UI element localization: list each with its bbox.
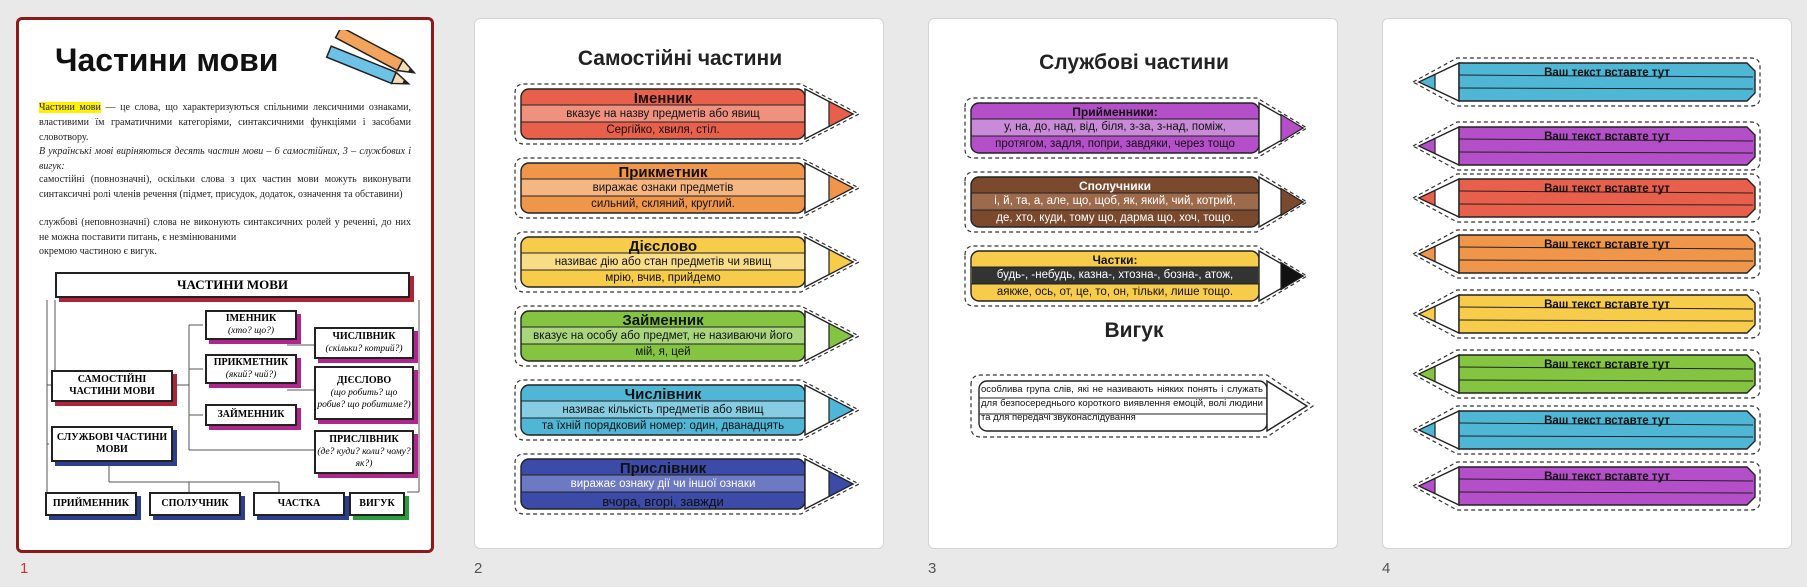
- service-pencil-1: Прийменники: у, на, до, над, від, біля, з…: [961, 95, 1309, 161]
- diagram-noun-box: ІМЕННИК(хто? що?): [205, 310, 297, 340]
- service-pencil-3: Частки: будь-, -небудь, казна-, хтозна-, …: [961, 243, 1309, 309]
- service-pencil-line1: будь-, -небудь, казна-, хтозна-, бозна-,…: [996, 269, 1234, 281]
- slide1-title: Частини мови: [55, 42, 279, 78]
- template-pencil-text[interactable]: Ваш текст вставте тут: [1544, 183, 1670, 195]
- service-pencil-2: Сполучники і, й, та, а, але, що, щоб, як,…: [961, 169, 1309, 235]
- pencil-examples: Сергійко, хвиля, стіл.: [606, 124, 720, 136]
- service-pencil-name: Прийменники:: [1072, 105, 1158, 119]
- template-pencil-6: Ваш текст вставте тут: [1411, 347, 1763, 401]
- slide-number-4: 4: [1382, 560, 1391, 577]
- template-pencil-text[interactable]: Ваш текст вставте тут: [1544, 239, 1670, 251]
- pencil-description: вказує на назву предметів або явищ: [566, 108, 760, 120]
- diagram-service-box: СЛУЖБОВІ ЧАСТИНИ МОВИ: [51, 426, 173, 462]
- independent-paragraph: самостійні (повнозначні), оскільки слова…: [39, 174, 411, 200]
- pencil-description: виражає ознаки предметів: [592, 182, 734, 194]
- service-pencil-name: Сполучники: [1078, 179, 1152, 193]
- template-pencil-3: Ваш текст вставте тут: [1411, 171, 1763, 225]
- interjection-text: особлива група слів, які не називають ні…: [981, 384, 1263, 423]
- template-pencil-2: Ваш текст вставте тут: [1411, 119, 1763, 173]
- pencil-examples: мій, я, цей: [635, 346, 691, 358]
- pencil-name: Числівник: [624, 386, 702, 403]
- pencil-examples: сильний, скляний, круглий.: [591, 198, 735, 210]
- template-pencil-8: Ваш текст вставте тут: [1411, 459, 1763, 513]
- diagram-particle-box: ЧАСТКА: [253, 492, 345, 516]
- template-pencil-4: Ваш текст вставте тут: [1411, 227, 1763, 281]
- pencil-description: виражає ознаку дії чи іншої ознаки: [570, 478, 756, 490]
- template-pencil-text[interactable]: Ваш текст вставте тут: [1544, 131, 1670, 143]
- highlighted-term: Частини мови: [39, 102, 101, 113]
- diagram-adjective-box: ПРИКМЕТНИК(який? чий?): [205, 354, 297, 384]
- template-pencil-text[interactable]: Ваш текст вставте тут: [1544, 471, 1670, 483]
- slide-number-2: 2: [474, 560, 483, 577]
- template-pencil-5: Ваш текст вставте тут: [1411, 287, 1763, 341]
- pencil-examples: мрію, вчив, прийдемо: [605, 272, 721, 284]
- service-paragraph: службові (неповнозначні) слова не викону…: [39, 217, 411, 243]
- pencil-name: Дієслово: [628, 238, 698, 255]
- service-pencil-line2: аякже, ось, от, це, то, он, тільки, лише…: [996, 286, 1234, 298]
- diagram-preposition-box: ПРИЙМЕННИК: [45, 492, 137, 516]
- template-pencil-text[interactable]: Ваш текст вставте тут: [1544, 299, 1670, 311]
- pencil-examples: вчора, вгорі, завжди: [602, 494, 724, 509]
- definition-paragraph: Частини мови — це слова, що характеризую…: [39, 100, 411, 145]
- service-pencil-line2: протягом, задля, попри, завдяки, через т…: [995, 138, 1235, 150]
- diagram-numeral-box: ЧИСЛІВНИК(скільки? котрий?): [314, 327, 414, 359]
- slide3-title: Службові частини: [1039, 51, 1229, 74]
- diagram-conjunction-box: СПОЛУЧНИК: [149, 492, 241, 516]
- slide-number-3: 3: [928, 560, 937, 577]
- slide2-title: Самостійні частини: [577, 47, 783, 70]
- template-pencil-text[interactable]: Ваш текст вставте тут: [1544, 67, 1670, 79]
- pencil-name: Займенник: [622, 312, 704, 329]
- pencil-description: називає дію або стан предметів чи явищ: [554, 256, 772, 268]
- slide-thumbnail-1[interactable]: Частини мови Частини мови — це слова, що…: [16, 17, 434, 553]
- service-pencil-line2: де, хто, куди, тому що, дарма що, хоч, т…: [996, 212, 1234, 224]
- definition-text: — це слова, що характеризуються спільним…: [39, 102, 412, 143]
- slide-thumbnail-3[interactable]: Службові частини Прийменники: у, на, до, …: [928, 18, 1338, 549]
- diagram-connectors: [46, 300, 420, 500]
- diagram-interjection-box: ВИГУК: [349, 492, 405, 516]
- template-pencil-1: Ваш текст вставте тут: [1411, 55, 1763, 109]
- slide-number-1: 1: [20, 560, 29, 577]
- interjection-pencil: особлива група слів, які не називають ні…: [967, 371, 1315, 441]
- count-paragraph: В українські мові виріняються десять час…: [39, 146, 411, 172]
- pencil-description: називає кількість предметів або явищ: [562, 404, 764, 416]
- pencil-name: Прикметник: [618, 164, 708, 181]
- interjection-paragraph: окремою частиною є вигук.: [39, 246, 157, 257]
- template-pencil-text[interactable]: Ваш текст вставте тут: [1544, 359, 1670, 371]
- service-pencil-line1: і, й, та, а, але, що, щоб, як, який, чий…: [994, 195, 1236, 207]
- template-pencil-text[interactable]: Ваш текст вставте тут: [1544, 415, 1670, 427]
- diagram-adverb-box: ПРИСЛІВНИК(де? куди? коли? чому? як?): [314, 430, 414, 474]
- service-pencil-line1: у, на, до, над, від, біля, з-за, з-над, …: [1004, 121, 1226, 133]
- interjection-title: Вигук: [1104, 319, 1164, 342]
- pencil-examples: та їхній порядковий номер: один, дванадц…: [541, 420, 785, 432]
- diagram-root-box: ЧАСТИНИ МОВИ: [55, 272, 410, 298]
- pencils-illustration-icon: [325, 30, 417, 85]
- diagram-pronoun-box: ЗАЙМЕННИК: [205, 404, 297, 426]
- pencil-description: вказує на особу або предмет, не називаюч…: [533, 330, 793, 342]
- template-pencil-7: Ваш текст вставте тут: [1411, 403, 1763, 457]
- diagram-independent-box: САМОСТІЙНІ ЧАСТИНИ МОВИ: [51, 370, 173, 402]
- pencil-name: Прислівник: [619, 460, 707, 477]
- pencil-name: Іменник: [633, 90, 693, 107]
- service-pencil-name: Частки:: [1092, 253, 1138, 267]
- diagram-verb-box: ДІЄСЛОВО(що робить? що робив? що робитим…: [314, 366, 414, 420]
